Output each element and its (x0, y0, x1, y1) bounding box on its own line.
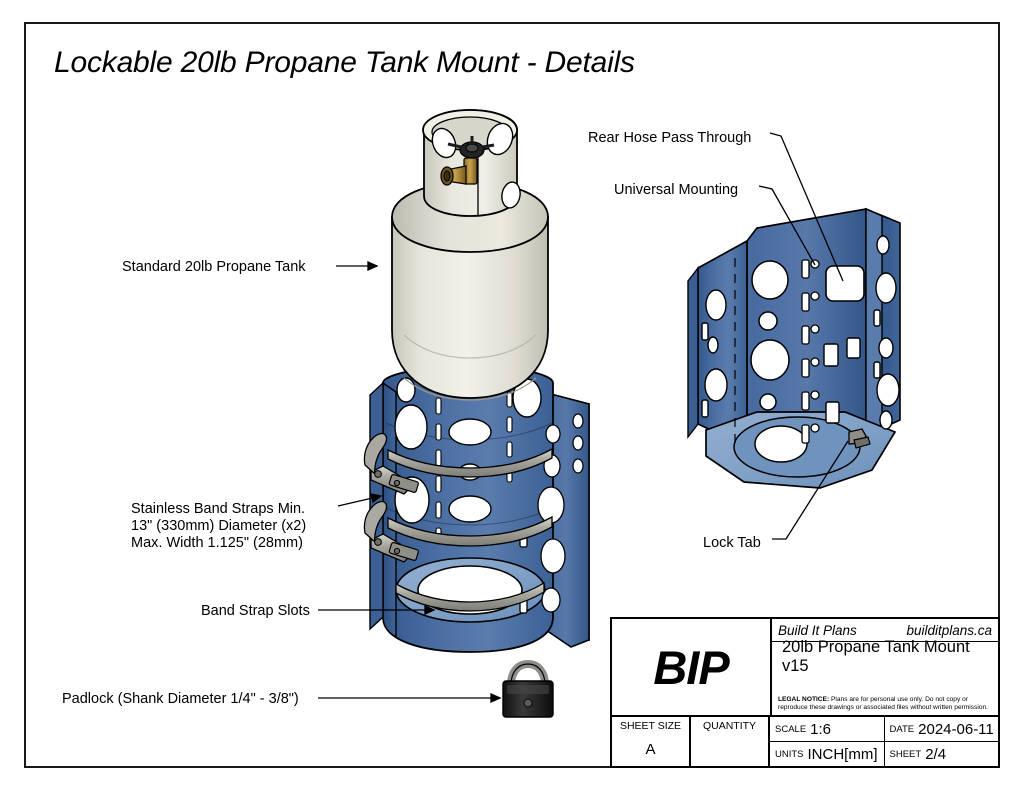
annotation-lock-tab: Lock Tab (703, 535, 761, 551)
sheet-size-value: A (645, 740, 656, 758)
quantity-cell: QUANTITY (691, 717, 770, 766)
sheet-size-label: SHEET SIZE (619, 720, 682, 732)
title-block-fields: SCALE 1:6 DATE 2024-06-11 UNITS INCH[mm]… (770, 717, 998, 766)
brand-row: Build It Plans builditplans.ca (772, 619, 998, 642)
date-cell: DATE 2024-06-11 (885, 717, 999, 741)
scale-label: SCALE (775, 723, 807, 735)
units-sheet-row: UNITS INCH[mm] SHEET 2/4 (770, 742, 998, 766)
quantity-value (691, 732, 768, 766)
title-block-info: Build It Plans builditplans.ca 20lb Prop… (772, 619, 998, 715)
company-logo: BIP (612, 619, 772, 715)
title-block-lower: SHEET SIZE A QUANTITY SCALE 1:6 DATE 202… (612, 717, 998, 766)
title-block-upper: BIP Build It Plans builditplans.ca 20lb … (612, 619, 998, 717)
annotation-straps-line2: 13" (330mm) Diameter (x2) (131, 518, 307, 534)
scale-cell: SCALE 1:6 (770, 717, 885, 741)
sheet-number-cell: SHEET 2/4 (885, 742, 999, 766)
legal-notice: LEGAL NOTICE: Plans are for personal use… (772, 672, 998, 715)
quantity-label: QUANTITY (702, 720, 757, 732)
sheet-label: SHEET (889, 748, 922, 760)
annotation-straps-line1: Stainless Band Straps Min. (131, 501, 306, 517)
annotation-band-strap-slots: Band Strap Slots (201, 603, 310, 619)
date-label: DATE (889, 723, 915, 735)
annotation-straps-line3: Max. Width 1.125" (28mm) (131, 535, 303, 551)
annotation-universal-mounting: Universal Mounting (614, 182, 739, 198)
scale-date-row: SCALE 1:6 DATE 2024-06-11 (770, 717, 998, 742)
annotation-tank: Standard 20lb Propane Tank (122, 259, 306, 275)
sheet-value: 2/4 (925, 745, 947, 763)
units-value: INCH[mm] (807, 745, 878, 763)
legal-notice-text: Plans are for personal use only. Do not … (778, 695, 989, 712)
annotation-straps: Stainless Band Straps Min. 13" (330mm) D… (131, 501, 306, 552)
legal-notice-label: LEGAL NOTICE: (778, 695, 830, 703)
scale-value: 1:6 (810, 720, 832, 738)
units-label: UNITS (775, 748, 804, 760)
date-value: 2024-06-11 (918, 720, 994, 738)
page-title: Lockable 20lb Propane Tank Mount - Detai… (54, 46, 635, 79)
title-block: BIP Build It Plans builditplans.ca 20lb … (610, 617, 1000, 768)
company-name: Build It Plans (778, 622, 857, 638)
logo-text: BIP (653, 640, 729, 694)
annotation-padlock: Padlock (Shank Diameter 1/4" - 3/8") (62, 691, 299, 707)
company-website: builditplans.ca (906, 622, 992, 638)
part-name-row: 20lb Propane Tank Mount v15 (772, 638, 998, 675)
annotation-rear-hose-pass-through: Rear Hose Pass Through (588, 130, 752, 146)
sheet-size-cell: SHEET SIZE A (612, 717, 691, 766)
part-name: 20lb Propane Tank Mount v15 (782, 638, 970, 675)
units-cell: UNITS INCH[mm] (770, 742, 885, 766)
